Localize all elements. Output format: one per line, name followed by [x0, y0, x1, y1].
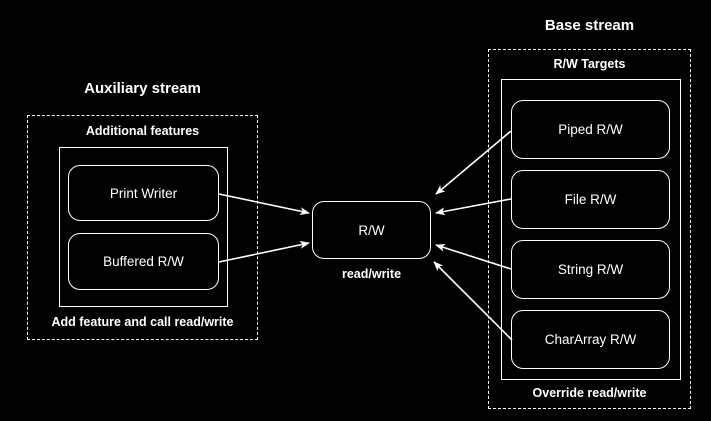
- node-piped-rw[interactable]: Piped R/W: [511, 100, 670, 159]
- rw-targets-solid-container: [501, 79, 681, 380]
- node-print-writer-label: Print Writer: [109, 185, 178, 201]
- additional-features-title: Additional features: [85, 124, 200, 138]
- node-string-rw-label: String R/W: [557, 262, 624, 277]
- node-chararray-rw-label: CharArray R/W: [544, 332, 637, 347]
- node-chararray-rw[interactable]: CharArray R/W: [511, 310, 670, 369]
- auxiliary-stream-title: Auxiliary stream: [84, 80, 201, 97]
- auxiliary-stream-dashed-container: [27, 115, 258, 340]
- node-piped-rw-label: Piped R/W: [558, 122, 623, 137]
- node-rw[interactable]: R/W: [312, 201, 431, 259]
- rw-targets-title: R/W Targets: [553, 57, 626, 71]
- node-file-rw-label: File R/W: [564, 192, 617, 207]
- node-string-rw[interactable]: String R/W: [511, 240, 670, 299]
- base-stream-dashed-container: [488, 49, 691, 409]
- node-buffered-rw[interactable]: Buffered R/W: [68, 233, 219, 290]
- base-stream-title: Base stream: [544, 17, 635, 34]
- node-buffered-rw-label: Buffered R/W: [103, 254, 184, 269]
- read-write-caption: read/write: [341, 267, 402, 281]
- node-print-writer[interactable]: Print Writer: [68, 165, 219, 221]
- additional-features-solid-container: [59, 147, 228, 307]
- override-read-write-caption: Override read/write: [532, 386, 647, 400]
- node-file-rw[interactable]: File R/W: [511, 170, 670, 229]
- node-rw-label: R/W: [358, 222, 385, 238]
- add-feature-caption: Add feature and call read/write: [51, 315, 234, 329]
